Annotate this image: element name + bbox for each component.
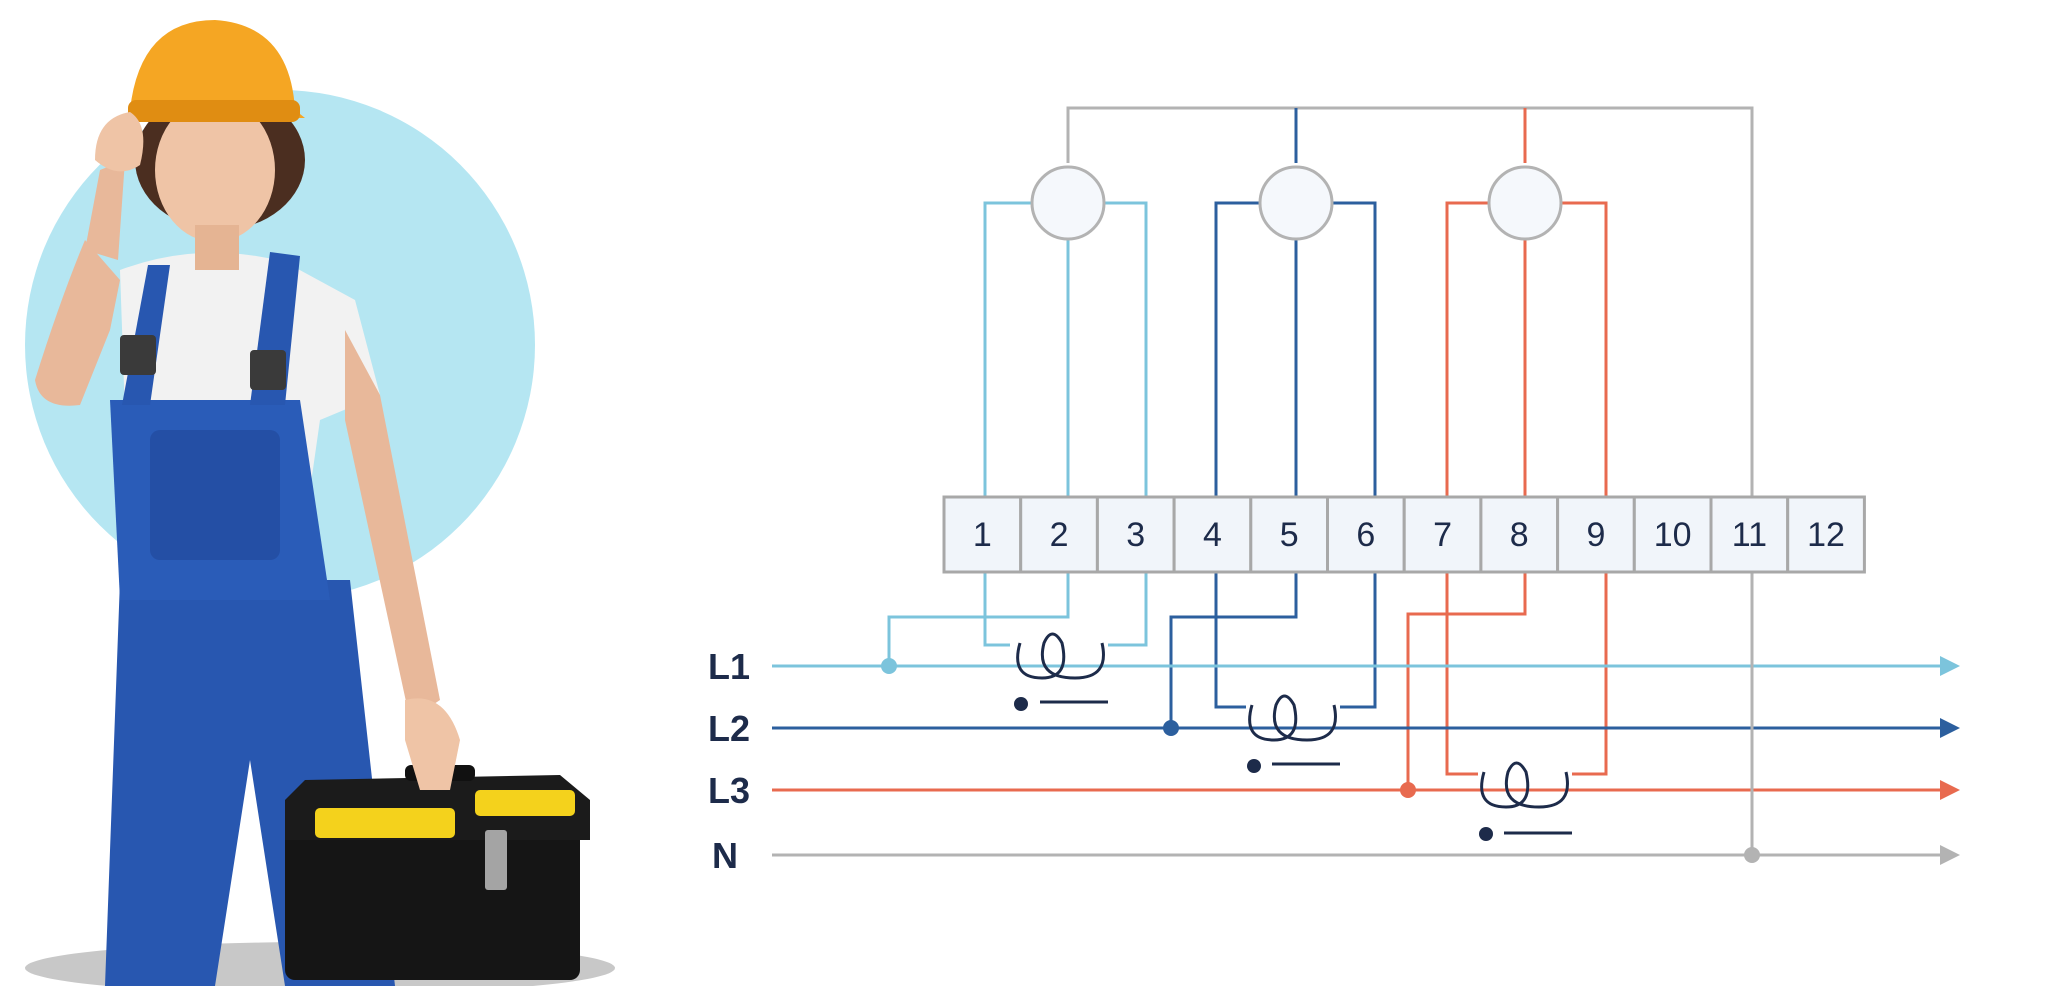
hardhat-brim (128, 100, 300, 122)
hand-holding-toolbox (405, 698, 460, 790)
l2-ct-polarity-dot (1247, 759, 1261, 773)
l2-voltage-tap (1169, 572, 1298, 728)
terminal-cell-6 (1326, 495, 1406, 574)
terminal-cell-7 (1402, 495, 1483, 574)
l2-coil-wire-right (1333, 201, 1377, 497)
buckle-left (120, 335, 156, 375)
terminal-number-1: 1 (973, 516, 992, 554)
l3-ct-coil (1480, 761, 1569, 809)
terminal-cell-10 (1632, 495, 1713, 574)
l2-coil-wire-left (1214, 201, 1260, 497)
l3-ct-polarity-dot (1479, 827, 1493, 841)
phase-label-n: N (712, 835, 738, 876)
l3-ct-wire-right (1572, 572, 1608, 776)
terminal-number-4: 4 (1203, 516, 1222, 554)
neck (195, 225, 239, 270)
phase-label-l1: L1 (708, 646, 750, 687)
terminal-number-3: 3 (1126, 516, 1145, 554)
toolbox-latch (485, 830, 507, 890)
l3-ct-wire-left (1445, 572, 1478, 776)
terminal-number-2: 2 (1050, 516, 1069, 554)
buckle-right (250, 350, 286, 390)
l3-junction-dot (1400, 782, 1416, 798)
l2-junction-dot (1163, 720, 1179, 736)
l1-voltage-tap (887, 572, 1070, 666)
bib-pocket (150, 430, 280, 560)
l3-coil-wire-right (1562, 201, 1608, 497)
hardhat (130, 20, 305, 118)
toolbox-lid-yellow-left (315, 808, 455, 838)
l2-ct-wire-left (1214, 572, 1246, 709)
terminal-number-11: 11 (1732, 516, 1767, 554)
toolbox-lid-yellow-right (475, 790, 575, 816)
l1-arrowhead (1940, 656, 1960, 676)
l2-meter-circle (1258, 165, 1334, 241)
l1-meter-circle (1030, 165, 1106, 241)
l1-ct-wire-left (983, 572, 1010, 647)
terminal-number-9: 9 (1586, 516, 1605, 554)
l1-coil-wire-right (1104, 201, 1148, 497)
raised-arm (35, 240, 120, 406)
terminal-cell-11 (1709, 495, 1790, 574)
terminal-cell-1 (942, 495, 1023, 574)
worker-illustration (25, 20, 615, 986)
terminal-number-5: 5 (1280, 516, 1299, 554)
l2-ct-wire-right (1340, 572, 1377, 709)
phase-label-l2: L2 (708, 708, 750, 749)
terminal-number-12: 12 (1807, 516, 1845, 554)
terminal-number-6: 6 (1356, 516, 1375, 554)
terminal-cell-8 (1479, 495, 1560, 574)
l2-ct-coil (1248, 694, 1337, 742)
terminal-number-8: 8 (1510, 516, 1529, 554)
n-junction-dot (1744, 847, 1760, 863)
terminal-cell-12 (1786, 495, 1866, 574)
toolbox (285, 765, 590, 980)
l3-current-transformer (1479, 761, 1572, 841)
n-arrowhead (1940, 845, 1960, 865)
l2-arrowhead (1940, 718, 1960, 738)
l1-current-transformer (1014, 632, 1108, 711)
neutral-top-wire (1066, 106, 1754, 532)
lowered-arm (345, 330, 440, 720)
l3-arrowhead (1940, 780, 1960, 800)
forearm-up (85, 160, 125, 260)
l1-ct-polarity-dot (1014, 697, 1028, 711)
terminal-cell-2 (1019, 495, 1099, 574)
terminal-number-7: 7 (1433, 516, 1452, 554)
terminal-cell-5 (1249, 495, 1330, 574)
face (155, 98, 275, 242)
l1-ct-wire-right (1108, 572, 1148, 647)
terminal-number-10: 10 (1654, 516, 1692, 554)
l1-junction-dot (881, 658, 897, 674)
l1-ct-coil (1016, 632, 1105, 680)
wiring-diagram (772, 106, 1960, 865)
terminal-cell-9 (1556, 495, 1636, 574)
l2-current-transformer (1247, 694, 1340, 773)
phase-label-l3: L3 (708, 770, 750, 811)
l3-meter-circle (1487, 165, 1563, 241)
l3-coil-wire-left (1445, 201, 1490, 497)
l1-coil-wire-left (983, 201, 1031, 497)
l3-voltage-tap (1406, 572, 1527, 790)
hand-on-hat (95, 112, 144, 172)
phase-labels: L1 L2 L3 N (708, 646, 750, 876)
